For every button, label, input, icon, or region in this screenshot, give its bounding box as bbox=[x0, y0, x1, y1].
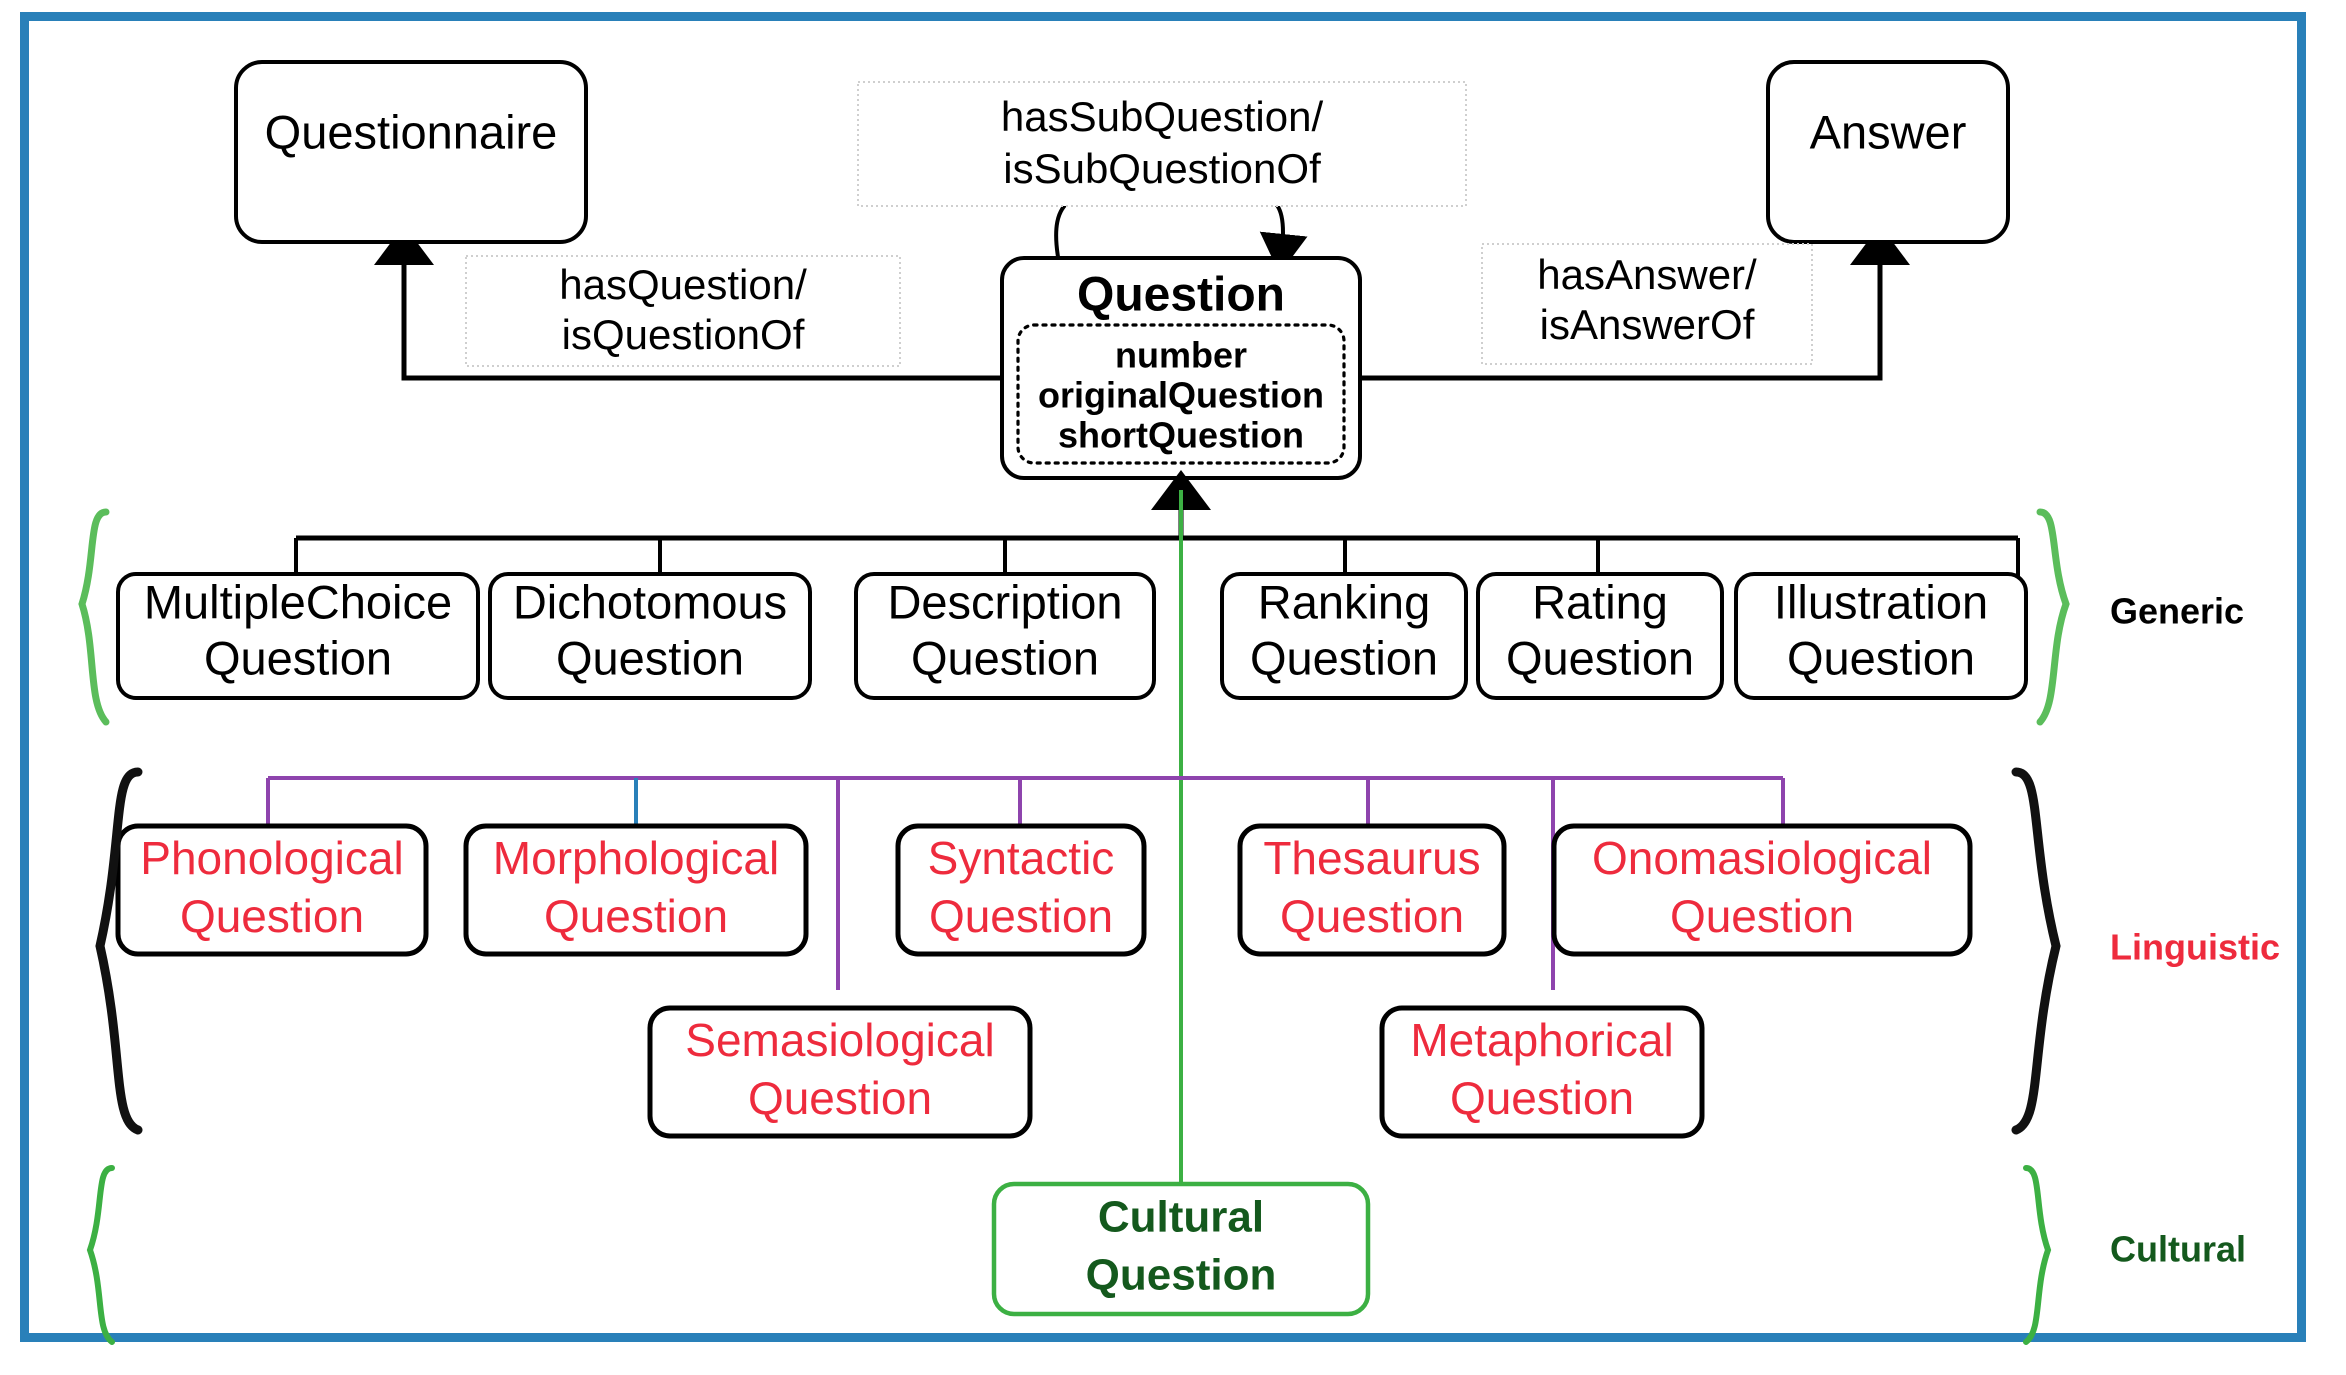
question-attribute-shortQuestion: shortQuestion bbox=[1058, 415, 1304, 456]
brace-linguistic-left bbox=[95, 767, 143, 1135]
linguistic-node-0[interactable]: Phonological Question bbox=[115, 823, 429, 957]
generic-node-5[interactable]: Illustration Question bbox=[1734, 572, 2028, 700]
linguistic-node-5-line2: Question bbox=[748, 1072, 932, 1124]
generic-node-5-line1: Illustration bbox=[1774, 575, 1988, 628]
relation-hasAnswer-line2: isAnswerOf bbox=[1540, 301, 1755, 348]
linguistic-node-6-line2: Question bbox=[1450, 1072, 1634, 1124]
brace-cultural-left bbox=[86, 1165, 115, 1345]
generic-node-1-line1: Dichotomous bbox=[513, 575, 787, 628]
linguistic-node-4[interactable]: Onomasiological Question bbox=[1551, 823, 1973, 957]
generic-node-4-line1: Rating bbox=[1532, 575, 1668, 628]
question-attributes-box bbox=[1016, 323, 1346, 465]
generic-node-5-line2: Question bbox=[1787, 631, 1975, 684]
relation-label-hasSubQuestion: hasSubQuestion/ isSubQuestionOf bbox=[857, 81, 1467, 207]
node-questionnaire[interactable]: Questionnaire bbox=[234, 60, 588, 244]
linguistic-node-3-line1: Thesaurus bbox=[1263, 832, 1480, 884]
linguistic-node-3-line2: Question bbox=[1280, 890, 1464, 942]
generic-node-0[interactable]: MultipleChoice Question bbox=[116, 572, 480, 700]
generic-node-0-line1: MultipleChoice bbox=[144, 575, 452, 628]
link-hasAnswer bbox=[1360, 225, 1910, 381]
linguistic-node-0-line2: Question bbox=[180, 890, 364, 942]
link-hasQuestion bbox=[374, 225, 1002, 381]
cultural-node-0-line2: Question bbox=[1086, 1251, 1277, 1300]
relation-hasSubQuestion-line2: isSubQuestionOf bbox=[1003, 145, 1321, 192]
generic-node-2[interactable]: Description Question bbox=[854, 572, 1156, 700]
linguistic-node-4-line2: Question bbox=[1670, 890, 1854, 942]
linguistic-node-1-line2: Question bbox=[544, 890, 728, 942]
relation-label-hasAnswer: hasAnswer/ isAnswerOf bbox=[1481, 243, 1813, 365]
linguistic-node-0-line1: Phonological bbox=[140, 832, 403, 884]
question-attribute-number: number bbox=[1115, 335, 1247, 376]
linguistic-node-5[interactable]: Semasiological Question bbox=[647, 1005, 1033, 1139]
linguistic-node-2-line2: Question bbox=[929, 890, 1113, 942]
generic-node-0-line2: Question bbox=[204, 631, 392, 684]
linguistic-node-6-line1: Metaphorical bbox=[1410, 1014, 1673, 1066]
group-label-linguistic: Linguistic bbox=[2110, 927, 2280, 968]
generic-node-2-line2: Question bbox=[911, 631, 1099, 684]
brace-cultural-right bbox=[2023, 1165, 2052, 1345]
linguistic-node-1-line1: Morphological bbox=[493, 832, 779, 884]
linguistic-node-5-line1: Semasiological bbox=[685, 1014, 994, 1066]
cultural-node-0-line1: Cultural bbox=[1098, 1193, 1264, 1242]
linguistic-node-2[interactable]: Syntactic Question bbox=[895, 823, 1147, 957]
node-questionnaire-label: Questionnaire bbox=[265, 105, 558, 158]
node-answer[interactable]: Answer bbox=[1766, 60, 2010, 244]
linguistic-node-1[interactable]: Morphological Question bbox=[463, 823, 809, 957]
cultural-node-0[interactable]: Cultural Question bbox=[991, 1181, 1371, 1317]
link-linguistic-bar bbox=[266, 776, 1785, 990]
generic-node-1-line2: Question bbox=[556, 631, 744, 684]
generic-node-3-line2: Question bbox=[1250, 631, 1438, 684]
group-label-generic: Generic bbox=[2110, 591, 2244, 632]
link-generic-inheritance bbox=[294, 470, 2020, 576]
question-attribute-originalQuestion: originalQuestion bbox=[1038, 375, 1324, 416]
linguistic-node-4-line1: Onomasiological bbox=[1592, 832, 1932, 884]
generic-node-3-line1: Ranking bbox=[1258, 575, 1430, 628]
node-question[interactable]: Question number originalQuestion shortQu… bbox=[1000, 256, 1362, 480]
generic-node-3[interactable]: Ranking Question bbox=[1220, 572, 1468, 700]
linguistic-node-6[interactable]: Metaphorical Question bbox=[1379, 1005, 1705, 1139]
relation-hasQuestion-line2: isQuestionOf bbox=[562, 311, 805, 358]
generic-node-1[interactable]: Dichotomous Question bbox=[488, 572, 812, 700]
linguistic-node-2-line1: Syntactic bbox=[928, 832, 1115, 884]
relation-hasSubQuestion-line1: hasSubQuestion/ bbox=[1001, 93, 1324, 140]
generic-node-4[interactable]: Rating Question bbox=[1476, 572, 1724, 700]
node-question-label: Question bbox=[1077, 269, 1285, 322]
node-answer-label: Answer bbox=[1810, 105, 1967, 158]
linguistic-node-3[interactable]: Thesaurus Question bbox=[1237, 823, 1507, 957]
relation-hasQuestion-line1: hasQuestion/ bbox=[559, 261, 807, 308]
relation-hasAnswer-line1: hasAnswer/ bbox=[1537, 251, 1757, 298]
generic-node-2-line1: Description bbox=[887, 575, 1122, 628]
generic-node-4-line2: Question bbox=[1506, 631, 1694, 684]
group-label-cultural: Cultural bbox=[2110, 1229, 2246, 1270]
brace-generic-left bbox=[78, 508, 110, 726]
brace-generic-right bbox=[2036, 508, 2070, 726]
relation-label-hasQuestion: hasQuestion/ isQuestionOf bbox=[465, 255, 901, 367]
brace-linguistic-right bbox=[2011, 767, 2061, 1135]
